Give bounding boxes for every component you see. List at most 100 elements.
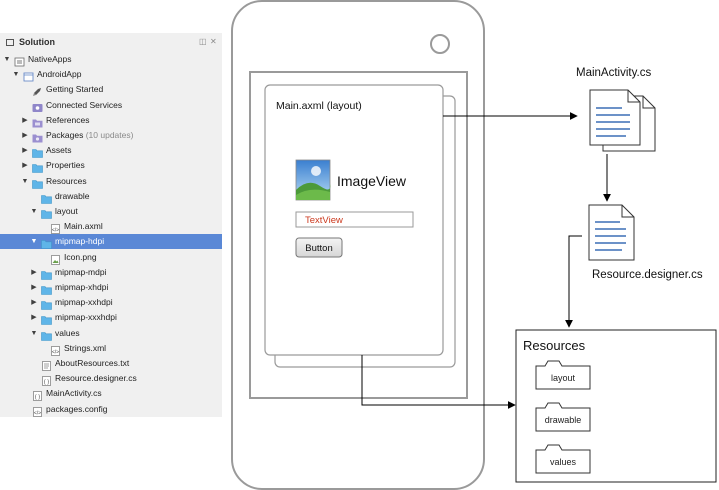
- folder-icon: [41, 282, 52, 295]
- tree-item-packages-config[interactable]: </>packages.config: [0, 402, 222, 417]
- tree-item-properties[interactable]: ▶ Properties: [0, 158, 222, 174]
- solution-icon: [14, 54, 25, 67]
- drawable-folder-icon: drawable: [535, 402, 591, 432]
- tree-item-packages[interactable]: ▶ Packages (10 updates): [0, 128, 222, 143]
- expand-down-icon[interactable]: ▼: [30, 238, 38, 246]
- tree-item-values[interactable]: ▼values: [0, 326, 222, 341]
- tree-item-icon-png[interactable]: Icon.png: [0, 250, 222, 265]
- expand-down-icon[interactable]: ▼: [3, 56, 11, 63]
- tree-item-label: mipmap-xxxhdpi: [55, 311, 117, 324]
- tree-item-text: Packages: [46, 130, 84, 140]
- folder-icon: [32, 145, 43, 158]
- tree-item-resource-designer-cs[interactable]: { }Resource.designer.cs: [0, 371, 222, 387]
- references-icon: [32, 115, 43, 128]
- drawable-folder-label: drawable: [545, 415, 582, 425]
- tree-item-text: mipmap-xhdpi: [55, 282, 109, 292]
- folder-icon: [41, 267, 52, 280]
- tree-item-getting-started[interactable]: Getting Started: [0, 82, 222, 97]
- image-file-icon: [50, 252, 61, 265]
- tree-item-main-axml[interactable]: </> Main.axml: [0, 219, 222, 235]
- tree-item-text: drawable: [55, 190, 90, 201]
- cs-file-icon: { }: [32, 388, 43, 402]
- rocket-icon: [32, 84, 43, 97]
- expand-right-icon[interactable]: ▶: [22, 116, 28, 124]
- tree-item-text: AndroidApp: [37, 69, 82, 80]
- svg-text:{ }: { }: [44, 379, 49, 385]
- layout-folder-label: layout: [551, 373, 576, 383]
- tree-item-strings-xml[interactable]: </>Strings.xml: [0, 341, 222, 356]
- resources-box: Resources layout drawable values: [515, 329, 717, 483]
- tree-item-assets[interactable]: ▶Assets: [0, 143, 222, 158]
- tree-item-label: Packages (10 updates): [46, 129, 133, 142]
- tree-item-label: Properties: [46, 159, 85, 172]
- tree-item-mipmap-hdpi[interactable]: ▼ mipmap-hdpi: [0, 234, 222, 250]
- resource-designer-label: Resource.designer.cs: [592, 269, 703, 281]
- expand-right-icon[interactable]: ▶: [31, 284, 37, 291]
- tree-item-mipmap-xhdpi[interactable]: ▶ mipmap-xhdpi: [0, 280, 222, 295]
- close-icon[interactable]: ✕: [210, 37, 217, 46]
- tree-item-label: Getting Started: [46, 83, 103, 96]
- tree-item-label: MainActivity.cs: [46, 387, 102, 400]
- tree-item-resources[interactable]: ▼ Resources: [0, 174, 222, 189]
- tree-item-label: drawable: [55, 190, 90, 203]
- expand-right-icon[interactable]: ▶: [31, 268, 37, 276]
- connectors: [361, 112, 611, 409]
- cs-file-icon: { }: [41, 373, 52, 387]
- tree-item-drawable[interactable]: drawable: [0, 189, 222, 204]
- tree-item-text: Resources: [46, 175, 87, 186]
- tree-item-text: Icon.png: [64, 251, 97, 262]
- expand-right-icon[interactable]: ▶: [31, 314, 37, 322]
- solution-panel-title: Solution: [19, 37, 55, 47]
- expand-right-icon[interactable]: ▶: [22, 132, 28, 139]
- tree-item-mipmap-mdpi[interactable]: ▶ mipmap-mdpi: [0, 265, 222, 280]
- expand-down-icon[interactable]: ▼: [30, 329, 38, 337]
- tree-item-text: AboutResources.txt: [55, 358, 130, 368]
- tree-item-connected-services[interactable]: Connected Services: [0, 98, 222, 113]
- layout-to-resources-arrow: [361, 355, 516, 409]
- expand-down-icon[interactable]: ▼: [21, 177, 29, 185]
- connected-services-icon: [32, 100, 43, 112]
- folder-icon: [41, 297, 52, 310]
- xml-file-icon: </>: [32, 404, 43, 417]
- tree-item-label: Main.axml: [64, 220, 103, 233]
- expand-down-icon[interactable]: ▼: [30, 208, 38, 215]
- tree-item-text: Main.axml: [64, 221, 103, 232]
- tree-item-text: mipmap-hdpi: [55, 236, 105, 247]
- tree-item-mipmap-xxxhdpi[interactable]: ▶ mipmap-xxxhdpi: [0, 310, 222, 326]
- text-file-icon: [41, 358, 52, 371]
- tree-item-label: AboutResources.txt: [55, 357, 129, 370]
- tree-item-label: Icon.png: [64, 251, 97, 264]
- layout-card: Main.axml (layout) ImageView TextView Bu…: [264, 84, 456, 368]
- tree-item-mainactivity-cs[interactable]: { }MainActivity.cs: [0, 386, 222, 402]
- tree-item-text: MainActivity.cs: [46, 388, 102, 399]
- tree-item-androidapp[interactable]: ▼ AndroidApp: [0, 67, 222, 82]
- tree-item-references[interactable]: ▶ References: [0, 113, 222, 128]
- expand-right-icon[interactable]: ▶: [31, 299, 37, 307]
- resources-box-title: Resources: [523, 338, 586, 353]
- project-icon: [23, 69, 34, 82]
- tree-item-mipmap-xxhdpi[interactable]: ▶mipmap-xxhdpi: [0, 295, 222, 310]
- folder-icon: [32, 176, 43, 189]
- svg-text:</>: </>: [52, 227, 59, 233]
- sample-button-label: Button: [305, 243, 332, 254]
- tree-item-nativeapps[interactable]: ▼NativeApps: [0, 52, 222, 67]
- xml-file-icon: </>: [50, 343, 61, 356]
- tree-item-label: mipmap-mdpi: [55, 266, 107, 279]
- designer-to-resources-arrow: [565, 235, 582, 328]
- dock-icon[interactable]: ◫: [199, 37, 207, 46]
- tree-item-aboutresources-txt[interactable]: AboutResources.txt: [0, 356, 222, 371]
- tree-item-text: mipmap-xxxhdpi: [55, 312, 117, 323]
- values-folder-label: values: [550, 457, 577, 467]
- document-stack-icon: [589, 89, 656, 152]
- expand-right-icon[interactable]: ▶: [22, 162, 28, 170]
- main-activity-label: MainActivity.cs: [576, 67, 651, 79]
- folder-icon: [41, 328, 52, 341]
- sample-button: [295, 237, 343, 258]
- tree-item-label: Strings.xml: [64, 342, 106, 355]
- expand-down-icon[interactable]: ▼: [12, 71, 20, 79]
- values-folder-icon: values: [535, 444, 591, 474]
- expand-right-icon[interactable]: ▶: [22, 147, 28, 155]
- tree-item-layout[interactable]: ▼layout: [0, 204, 222, 219]
- tree-item-text: References: [46, 114, 90, 125]
